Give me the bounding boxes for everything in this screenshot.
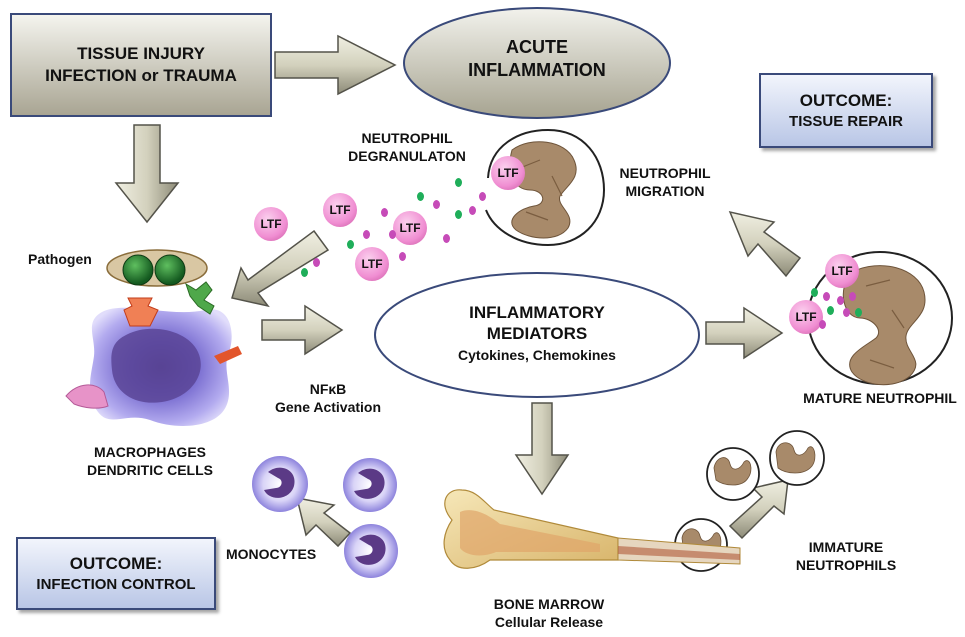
ltf-bubble-2: LTF xyxy=(323,193,357,227)
ltf-bubble-7: LTF xyxy=(789,300,823,334)
arrow-mediators-to-mature xyxy=(705,306,784,360)
nfkb-line2: Gene Activation xyxy=(274,398,382,415)
immature-line2: NEUTROPHILS xyxy=(795,556,897,573)
monocyte-icon-3 xyxy=(344,524,398,578)
nfkb-label: NFκB Gene Activation xyxy=(270,381,386,416)
mature-neutrophil-label: MATURE NEUTROPHIL xyxy=(803,390,957,406)
arrow-ltf-to-macrophage xyxy=(231,229,330,308)
acute-inflammation-ellipse xyxy=(403,7,671,119)
granule-15 xyxy=(811,288,818,297)
bone-marrow-line2: Cellular Release xyxy=(494,613,604,630)
ltf-bubble-5: LTF xyxy=(491,156,525,190)
granule-9 xyxy=(417,192,424,201)
arrow-mature-to-migration xyxy=(728,210,802,278)
migration-line1: NEUTROPHIL xyxy=(619,165,711,181)
nfkb-line1: NFκB xyxy=(309,381,347,397)
mediators-line1: INFLAMMATORY xyxy=(469,303,605,322)
ltf-bubble-6: LTF xyxy=(825,254,859,288)
bone-marrow-label: BONE MARROW Cellular Release xyxy=(484,596,614,631)
mediators-line2: MEDIATORS xyxy=(486,324,588,344)
granule-5 xyxy=(455,178,462,187)
ltf-bubble-4: LTF xyxy=(355,247,389,281)
granule-21 xyxy=(855,308,862,317)
macrophages-line1: MACROPHAGES xyxy=(93,444,206,460)
monocytes-label: MONOCYTES xyxy=(226,546,317,562)
granule-17 xyxy=(837,296,844,305)
outcome-repair-title: OUTCOME: xyxy=(799,90,893,110)
degranulation-line1: NEUTROPHIL xyxy=(361,130,453,146)
monocyte-icon-2 xyxy=(343,458,397,512)
pathogen-icon xyxy=(106,249,208,287)
immature-neutrophil-icon-2 xyxy=(769,430,825,486)
granule-7 xyxy=(479,192,486,201)
macrophage-icon xyxy=(65,281,242,426)
neutrophil-degranulation-label: NEUTROPHIL DEGRANULATON xyxy=(342,130,472,165)
tissue-injury-subtitle: INFECTION or TRAUMA xyxy=(45,66,237,85)
tissue-injury-box: TISSUE INJURY INFECTION or TRAUMA xyxy=(10,13,272,117)
arrow-macrophage-to-mediators xyxy=(261,304,344,356)
tissue-injury-title: TISSUE INJURY xyxy=(77,43,205,63)
pathogen-label: Pathogen xyxy=(28,251,92,267)
granule-11 xyxy=(399,252,406,261)
outcome-infection-text: INFECTION CONTROL xyxy=(36,575,196,593)
inflammatory-mediators-ellipse xyxy=(374,272,700,398)
mediators-line3: Cytokines, Chemokines xyxy=(458,346,616,363)
granule-1 xyxy=(381,208,388,217)
granule-16 xyxy=(823,292,830,301)
outcome-infection-title: OUTCOME: xyxy=(69,553,163,573)
granule-2 xyxy=(389,230,396,239)
arrow-to-monocytes xyxy=(295,497,352,548)
migration-line2: MIGRATION xyxy=(625,182,705,199)
granule-10 xyxy=(363,230,370,239)
outcome-repair-text: TISSUE REPAIR xyxy=(789,112,903,130)
granule-18 xyxy=(849,292,856,301)
degranulation-line2: DEGRANULATON xyxy=(348,147,466,164)
immature-line1: IMMATURE xyxy=(808,539,884,555)
arrow-injury-down xyxy=(114,124,180,224)
acute-inflammation-label: ACUTE INFLAMMATION xyxy=(420,36,654,81)
acute-line2: INFLAMMATION xyxy=(468,59,606,80)
granule-12 xyxy=(313,258,320,267)
granule-6 xyxy=(469,206,476,215)
inflammatory-mediators-label: INFLAMMATORY MEDIATORS Cytokines, Chemok… xyxy=(400,302,674,364)
outcome-tissue-repair-box: OUTCOME: TISSUE REPAIR xyxy=(759,73,933,148)
granule-22 xyxy=(819,320,826,329)
monocyte-icon-1 xyxy=(252,456,308,512)
arrow-mediators-to-bone-marrow xyxy=(514,402,570,496)
ltf-bubble-3: LTF xyxy=(393,211,427,245)
granule-14 xyxy=(347,240,354,249)
ltf-bubble-1: LTF xyxy=(254,207,288,241)
outcome-infection-control-box: OUTCOME: INFECTION CONTROL xyxy=(16,537,216,610)
granule-4 xyxy=(443,234,450,243)
granule-19 xyxy=(827,306,834,315)
neutrophil-migration-label: NEUTROPHIL MIGRATION xyxy=(610,165,720,200)
immature-neutrophil-icon-1 xyxy=(706,447,760,501)
bone-marrow-line1: BONE MARROW xyxy=(493,596,605,612)
acute-line1: ACUTE xyxy=(506,37,568,57)
granule-3 xyxy=(433,200,440,209)
immature-neutrophils-label: IMMATURE NEUTROPHILS xyxy=(786,539,906,574)
granule-13 xyxy=(301,268,308,277)
arrow-injury-to-inflammation xyxy=(274,34,397,96)
bone-marrow-icon xyxy=(443,489,741,569)
granule-8 xyxy=(455,210,462,219)
macrophages-line2: DENDRITIC CELLS xyxy=(87,461,213,478)
granule-20 xyxy=(843,308,850,317)
arrow-to-immature-up xyxy=(728,479,789,540)
macrophages-label: MACROPHAGES DENDRITIC CELLS xyxy=(60,444,240,479)
